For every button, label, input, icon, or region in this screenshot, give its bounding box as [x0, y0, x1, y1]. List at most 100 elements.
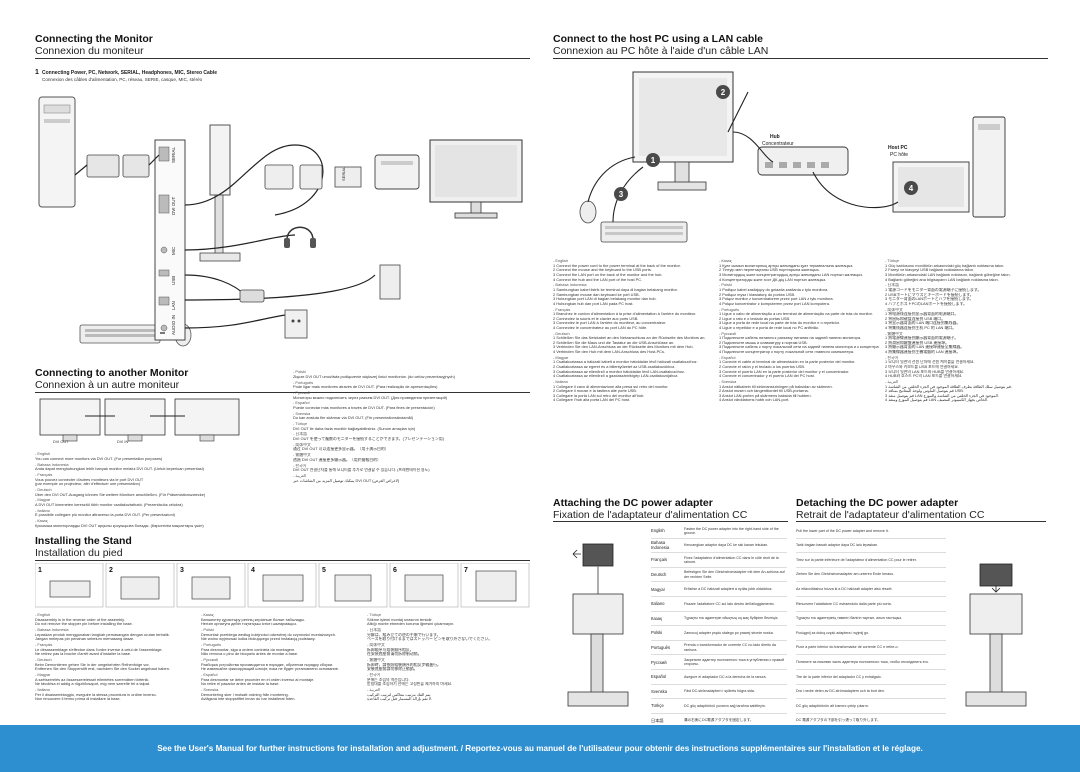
- instruction-line: 4 Połącz koncentrator z komputerem przez…: [719, 301, 830, 306]
- dc-row-text: Fixez l'adaptateur d'alimentation CC dan…: [684, 555, 779, 564]
- dc-row-text: Ziehen Sie den Gleichstromadapter am unt…: [796, 572, 895, 577]
- dc-row-language: 日本語: [651, 717, 664, 723]
- instruction-line: 1 Csatlakoztassa a hálózati kábelt a mon…: [553, 360, 698, 365]
- language-heading: - Español: [201, 673, 218, 678]
- lan-mouse-illustration: [579, 200, 597, 224]
- instruction-line: 拆卸顺序与组装顺序相反。: [367, 647, 414, 652]
- instruction-line: 2 Подключите мышь и клавиатуру к портам …: [719, 340, 808, 345]
- instruction-line: 1 Branchez le cordon d'alimentation à la…: [553, 312, 697, 317]
- callout-4: 4: [909, 184, 914, 193]
- instruction-line: 2 Collegare il mouse e la tastiera alle …: [553, 389, 637, 394]
- instruction-line: 2 Fareyi ve klavyeyi USB bağlantı noktal…: [885, 268, 975, 273]
- instruction-line: يمكنك توصيل المزيد من الشاشات عبر DVI OU…: [293, 478, 400, 483]
- language-heading: - Türkçe: [293, 422, 308, 427]
- monitor-step-number: 1: [35, 69, 39, 76]
- language-heading: - Русский: [719, 331, 736, 336]
- wall-outlet-illustration: [284, 309, 308, 339]
- instruction-line: 3 Подключите кабель к порту локальной се…: [719, 345, 879, 350]
- stand-rule: [35, 560, 530, 561]
- instruction-line: Мониторы можно подключить через разъем D…: [293, 395, 448, 400]
- language-heading: - Polski: [201, 628, 214, 633]
- instruction-line: 2 마우스와 키보드를 USB 포트에 연결하세요.: [885, 365, 959, 369]
- dc-row-text: Az eltávolításhoz húzza ki a DC hálózati…: [796, 587, 893, 592]
- dc-row-language: Português: [651, 645, 671, 651]
- instruction-line: 1 Podłącz kabel zasilający do gniazda za…: [719, 287, 829, 292]
- dc-row-language: Español: [651, 674, 667, 680]
- instruction-line: Entfernen Sie den Stopperstift erst, nac…: [35, 667, 170, 672]
- instruction-line: Қосымша мониторларды DVI OUT арқылы қосу…: [35, 523, 204, 528]
- callout-markers: 2 1 3 4: [614, 85, 918, 201]
- instruction-line: 3 Anslut LAN-porten på skärmens baksida …: [719, 393, 812, 398]
- dc-attach-rule: [553, 521, 788, 522]
- dc-row-text: Закрепите адаптер постоянного тока в угл…: [684, 657, 785, 667]
- instruction-line: Anda dapat menghubungkan lebih banyak mo…: [35, 467, 204, 472]
- instruction-line: Demontering sker i motsatt ordning från …: [201, 692, 289, 697]
- language-heading: - Magyar: [35, 498, 51, 503]
- stand-step-7: 7: [464, 567, 468, 574]
- instruction-line: 分解は、組み立ての逆の手順で行います。: [367, 632, 441, 637]
- monitor-side-illustration: [209, 124, 231, 196]
- instruction-line: 4 Csatlakoztassa az ellenőrző a gazdaszá…: [553, 374, 679, 379]
- dc-row-language: Français: [651, 557, 668, 563]
- instruction-line: 2 Schließen Sie die Maus und die Tastatu…: [553, 340, 675, 345]
- instruction-line: Не извлекайте фиксирующий штифт, пока не…: [201, 667, 339, 672]
- dc-row-text: Тұрақты ток адаптерінің төменгі бөлігін …: [796, 616, 902, 621]
- instruction-line: 1 将电源线连接到显示器背面的电源端口。: [885, 312, 959, 317]
- instruction-line: لا تقم بإزالة المسمار قبل تركيب القاعدة.: [367, 697, 433, 702]
- instruction-line: 3 将显示器背面的 LAN 端口连接到集线器。: [885, 321, 961, 326]
- dc-table-row: Tarik bagian bawah adaptor daya DC lalu …: [796, 539, 946, 554]
- instruction-line: 3 Csatlakoztassa az ellenőrző a monitor …: [553, 369, 685, 374]
- dc-table-row: Az eltávolításhoz húzza ki a DC hálózati…: [796, 582, 946, 597]
- instruction-line: 4 Bağlantı göbeğini ana bilgisayarın LAN…: [885, 277, 999, 282]
- instruction-line: 4 Connectez le concentrateur au port LAN…: [553, 325, 648, 330]
- instruction-line: 3 Connectez le port LAN à l'arrière du m…: [553, 321, 667, 326]
- language-heading: - Казақ: [35, 519, 48, 524]
- language-heading: - Svenska: [293, 411, 311, 416]
- language-heading: - Polski: [719, 283, 732, 288]
- dc-row-text: Befestigen Sie den Gleichstromadapter mi…: [684, 570, 785, 579]
- language-heading: - Français: [553, 307, 571, 312]
- dc-row-language: English: [651, 528, 665, 534]
- instruction-line: Ne távolítsa el addig a rögzítőcsapot, m…: [35, 682, 151, 687]
- language-heading: - 한국어: [885, 355, 899, 360]
- language-heading: - 简体中文: [367, 643, 385, 648]
- speaker-illustration: [379, 264, 401, 300]
- dc-row-text: Tire de la parte inferior del adaptador …: [796, 674, 882, 679]
- dc-table-row: Потяните за нижнюю часть адаптера постоя…: [796, 655, 946, 670]
- instruction-line: 2 將滑鼠和鍵盤連接到 USB 連接埠。: [885, 340, 949, 345]
- language-heading: - Bahasa Indonesia: [553, 283, 587, 288]
- dc-row-text: Fissare l'adattatore CC sul lato destro …: [684, 601, 775, 606]
- instruction-line: 通过 DVI OUT 可以连接更多显示器。（用于演示目的）: [293, 447, 389, 452]
- instruction-line: 3 Połącz monitor z koncentratorem przez …: [719, 297, 834, 302]
- language-heading: - English: [35, 613, 51, 618]
- language-heading: - Português: [293, 380, 314, 385]
- instruction-line: No retire el pasador antes de instalar l…: [201, 682, 280, 687]
- language-heading: - Italiano: [35, 508, 50, 513]
- language-heading: - 日本語: [293, 432, 308, 437]
- instruction-line: 1 電源コードをモニター背面の電源端子に接続します。: [885, 287, 982, 292]
- monitor-subtitle: Connexion du moniteur: [35, 45, 144, 57]
- language-heading: - 한국어: [367, 673, 381, 678]
- monitor-back-panel: [154, 139, 186, 341]
- dc-row-text: Kencangkan adaptor daya DC ke sisi kanan…: [684, 543, 769, 548]
- dc-detach-subtitle: Retrait de l'adaptateur d'alimentation C…: [796, 509, 985, 521]
- dc-row-text: DC güç adaptörünün alt kısmını çekip çık…: [796, 703, 869, 708]
- dc-row-text: Dra i nedre delen av DC-strömadaptern oc…: [796, 689, 885, 694]
- footer-text: See the User's Manual for further instru…: [157, 744, 923, 753]
- port-label-dvi-out: DVI OUT: [171, 196, 176, 215]
- instruction-line: 3 Ligue a porta de rede local na parte d…: [719, 321, 840, 326]
- instruction-line: 1 Connect the power cord to the power te…: [553, 263, 681, 268]
- stand-title: Installing the Stand: [35, 535, 132, 547]
- language-heading: - 简体中文: [885, 307, 903, 312]
- callout-2: 2: [721, 88, 726, 97]
- instruction-line: DVI OUT を使って複数のモニターを接続することができます。(プレゼンテーシ…: [293, 437, 444, 442]
- instruction-line: Per il disassemblaggio, eseguire la stes…: [35, 692, 157, 697]
